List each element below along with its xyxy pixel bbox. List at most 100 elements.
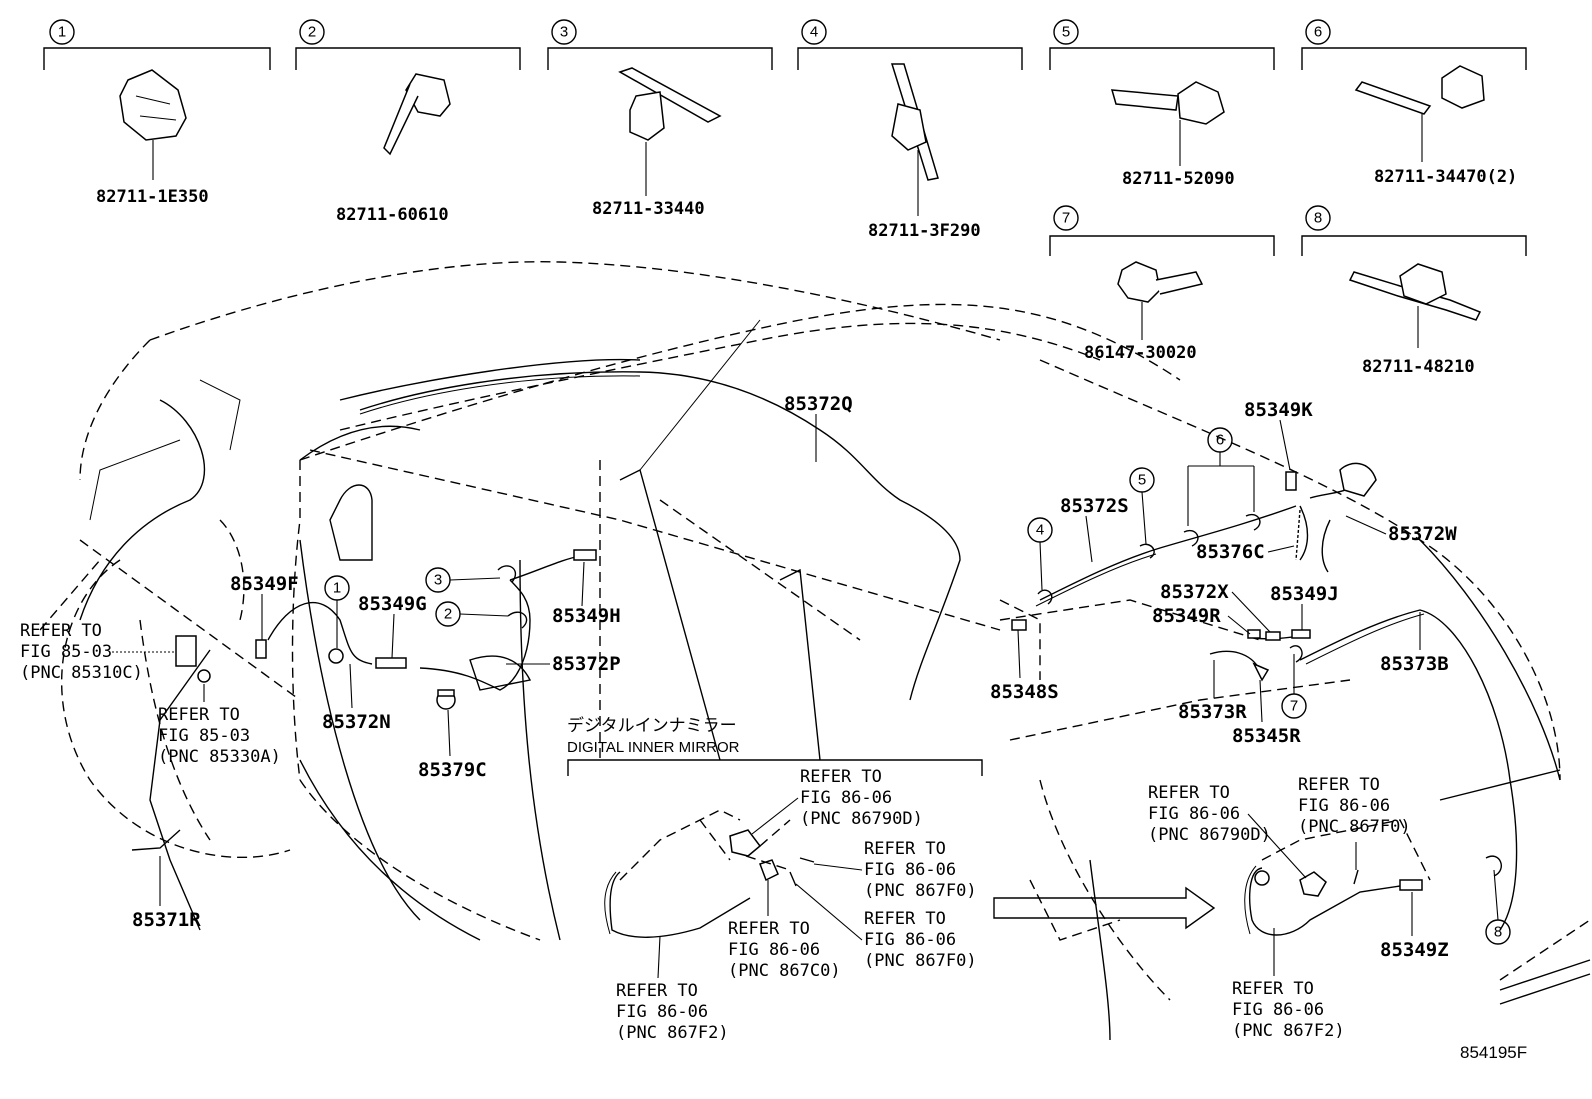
clamp-box-1-part: 82711-1E350 bbox=[96, 187, 209, 207]
refer-note-2-line1: REFER TO bbox=[158, 705, 240, 725]
label-85373r: 85373R bbox=[1178, 701, 1247, 723]
clamp-box-2: 2 82711-60610 bbox=[295, 19, 521, 225]
callout-6: 6 bbox=[1216, 432, 1224, 449]
clamp-box-7: 7 86147-30020 bbox=[1049, 205, 1275, 363]
clamp-box-6-number: 6 bbox=[1314, 24, 1322, 41]
clamp-box-2-part: 82711-60610 bbox=[336, 205, 449, 225]
digital-mirror-section: デジタルインナミラー DIGITAL INNER MIRROR bbox=[567, 715, 983, 938]
clamp-box-8-part: 82711-48210 bbox=[1362, 357, 1475, 377]
refer-note-6-line2: FIG 86-06 bbox=[728, 940, 820, 960]
refer-note-7-line1: REFER TO bbox=[616, 981, 698, 1001]
refer-note-8-line3: (PNC 86790D) bbox=[1148, 825, 1271, 845]
harness-parts bbox=[131, 462, 1503, 877]
refer-note-10-line3: (PNC 867F2) bbox=[1232, 1021, 1345, 1041]
mirror-unit-icon bbox=[729, 829, 762, 857]
vehicle-body-contours bbox=[79, 319, 1591, 1041]
refer-note-5-line1: REFER TO bbox=[864, 909, 946, 929]
refer-note-7-line2: FIG 86-06 bbox=[616, 1002, 708, 1022]
clamp-5-icon bbox=[1177, 81, 1225, 125]
clamp-box-1-number: 1 bbox=[58, 24, 66, 41]
clamp-box-2-number: 2 bbox=[308, 24, 316, 41]
vehicle-body-outline bbox=[39, 261, 1591, 1001]
clamp-box-1: 1 82711-1E350 bbox=[43, 19, 271, 207]
washer-pump-icon bbox=[175, 635, 197, 667]
digital-mirror-title-en: DIGITAL INNER MIRROR bbox=[567, 739, 740, 756]
clamp-box-3: 3 82711-33440 bbox=[547, 19, 773, 219]
label-85349r: 85349R bbox=[1152, 605, 1221, 627]
label-85372x: 85372X bbox=[1160, 581, 1229, 603]
connector-85349h-icon bbox=[573, 549, 597, 561]
harness-routes bbox=[149, 371, 1518, 931]
direction-arrow-icon bbox=[993, 886, 1216, 930]
label-85376c: 85376C bbox=[1196, 541, 1265, 563]
label-85349k: 85349K bbox=[1244, 399, 1313, 421]
clamp-box-8-number: 8 bbox=[1314, 210, 1322, 227]
refer-note-7: REFER TO FIG 86-06 (PNC 867F2) bbox=[616, 935, 729, 1043]
clamp-box-3-part: 82711-33440 bbox=[592, 199, 705, 219]
label-85373b: 85373B bbox=[1380, 653, 1449, 675]
refer-note-3-line1: REFER TO bbox=[800, 767, 882, 787]
label-85345r: 85345R bbox=[1232, 725, 1301, 747]
refer-note-4-line3: (PNC 867F0) bbox=[864, 881, 977, 901]
clamp-box-4-part: 82711-3F290 bbox=[868, 221, 981, 241]
refer-note-10-line1: REFER TO bbox=[1232, 979, 1314, 999]
clamp-box-8: 8 82711-48210 bbox=[1301, 205, 1527, 377]
refer-note-3: REFER TO FIG 86-06 (PNC 86790D) bbox=[751, 767, 923, 835]
refer-note-6-line3: (PNC 867C0) bbox=[728, 961, 841, 981]
refer-note-1: REFER TO FIG 85-03 (PNC 85310C) bbox=[20, 621, 176, 683]
label-85372w: 85372W bbox=[1388, 523, 1457, 545]
clamp-box-3-number: 3 bbox=[560, 24, 568, 41]
refer-note-1-line2: FIG 85-03 bbox=[20, 642, 112, 662]
refer-note-8-line1: REFER TO bbox=[1148, 783, 1230, 803]
clamp-box-7-number: 7 bbox=[1062, 210, 1070, 227]
callout-8: 8 bbox=[1494, 924, 1502, 941]
label-85371r: 85371R bbox=[132, 909, 201, 931]
label-85349z: 85349Z bbox=[1380, 939, 1449, 961]
refer-note-8-line2: FIG 86-06 bbox=[1148, 804, 1240, 824]
clamp-box-5-number: 5 bbox=[1062, 24, 1070, 41]
figure-number: 854195F bbox=[1460, 1043, 1527, 1062]
refer-note-2-line2: FIG 85-03 bbox=[158, 726, 250, 746]
refer-note-8: REFER TO FIG 86-06 (PNC 86790D) bbox=[1148, 783, 1307, 879]
refer-note-10-line2: FIG 86-06 bbox=[1232, 1000, 1324, 1020]
connector-85349g-icon bbox=[375, 657, 407, 669]
refer-note-9: REFER TO FIG 86-06 (PNC 867F0) bbox=[1298, 775, 1411, 870]
clamp-box-7-part: 86147-30020 bbox=[1084, 343, 1197, 363]
refer-note-9-line1: REFER TO bbox=[1298, 775, 1380, 795]
label-85349h: 85349H bbox=[552, 605, 621, 627]
rear-camera-unit-icon bbox=[1299, 871, 1327, 897]
callout-2: 2 bbox=[444, 606, 452, 623]
clamp-box-5-part: 82711-52090 bbox=[1122, 169, 1235, 189]
connector-85349k-icon bbox=[1285, 471, 1297, 491]
clamp-box-4: 4 82711-3F290 bbox=[797, 19, 1023, 241]
part-labels: 85372Q 85349K 85372S 85372W 85376C 85349… bbox=[132, 393, 1457, 961]
label-85348s: 85348S bbox=[990, 681, 1059, 703]
callout-5: 5 bbox=[1138, 472, 1146, 489]
callout-4: 4 bbox=[1036, 522, 1044, 539]
clamp-1-icon bbox=[119, 69, 187, 141]
refer-note-9-line3: (PNC 867F0) bbox=[1298, 817, 1411, 837]
refer-note-6: REFER TO FIG 86-06 (PNC 867C0) bbox=[728, 880, 841, 981]
clamp-4-icon bbox=[891, 103, 927, 151]
callout-circles: 1 2 3 4 5 6 7 8 bbox=[324, 427, 1511, 945]
connector-85349f-icon bbox=[255, 639, 267, 659]
clamp-box-6-part: 82711-34470(2) bbox=[1374, 167, 1517, 187]
refer-note-4: REFER TO FIG 86-06 (PNC 867F0) bbox=[813, 839, 977, 901]
label-85379c: 85379C bbox=[418, 759, 487, 781]
clamp-3-icon bbox=[629, 91, 665, 141]
label-85372n: 85372N bbox=[322, 711, 391, 733]
label-85349j: 85349J bbox=[1270, 583, 1339, 605]
clamp-7-icon bbox=[1117, 261, 1161, 303]
clamp-6-icon bbox=[1441, 65, 1485, 109]
label-85372p: 85372P bbox=[552, 653, 621, 675]
label-85372q: 85372Q bbox=[784, 393, 853, 415]
digital-mirror-title-jp: デジタルインナミラー bbox=[567, 715, 737, 736]
clamp-8-icon bbox=[1399, 263, 1447, 305]
refer-note-3-line3: (PNC 86790D) bbox=[800, 809, 923, 829]
refer-note-5-line3: (PNC 867F0) bbox=[864, 951, 977, 971]
refer-note-9-line2: FIG 86-06 bbox=[1298, 796, 1390, 816]
refer-note-1-line1: REFER TO bbox=[20, 621, 102, 641]
callout-1: 1 bbox=[333, 580, 341, 597]
clamp-box-5: 5 82711-52090 bbox=[1049, 19, 1275, 189]
